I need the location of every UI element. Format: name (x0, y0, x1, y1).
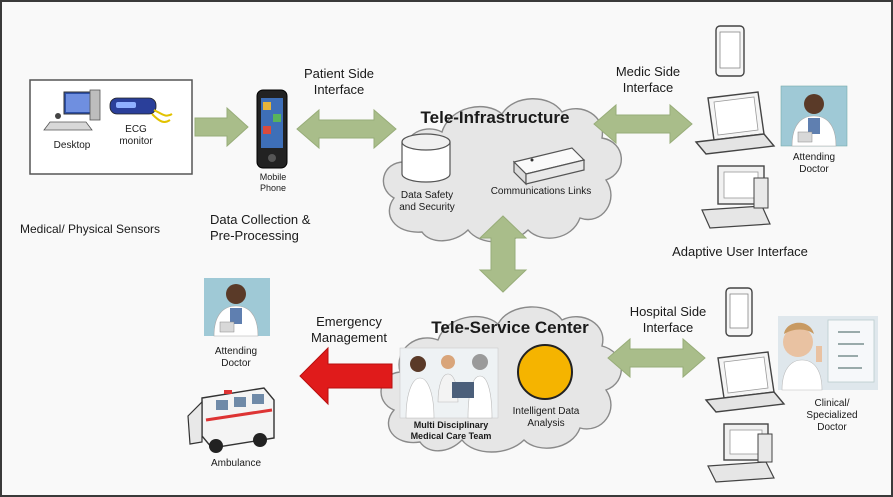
tablet-icon-top (715, 25, 745, 77)
data-collection-label: Data Collection & Pre-Processing (210, 212, 311, 243)
ambulance-label: Ambulance (210, 458, 262, 469)
desktop-icon (43, 89, 101, 131)
data-analysis-circle (517, 344, 573, 400)
data-analysis-label: Intelligent Data Analysis (512, 406, 580, 429)
mobile-phone-label: Mobile Phone (259, 172, 287, 193)
ambulance-icon (187, 387, 275, 453)
tablet-icon-bottom (725, 287, 753, 337)
ecg-monitor-label: ECG monitor (119, 124, 153, 147)
infrastructure-service-arrow (478, 215, 528, 293)
laptop-icon-bottom (704, 351, 786, 413)
ecg-monitor-icon (109, 97, 173, 123)
database-icon (401, 133, 451, 183)
desktop-label: Desktop (53, 140, 91, 151)
patient-side-interface-label: Patient Side Interface (303, 66, 375, 97)
adaptive-user-interface-label: Adaptive User Interface (672, 244, 808, 259)
desktop-pc-icon-top (701, 165, 771, 229)
clinical-doctor-label: Clinical/ Specialized Doctor (806, 398, 858, 433)
patient-side-arrow (296, 108, 397, 150)
hospital-side-arrow (607, 337, 706, 379)
attending-doctor-photo-left (204, 278, 270, 337)
hospital-side-interface-label: Hospital Side Interface (629, 304, 707, 335)
sensors-to-phone-arrow (194, 106, 249, 148)
attending-doctor-photo-top (780, 85, 848, 147)
router-icon (512, 147, 586, 186)
tele-infrastructure-title: Tele-Infrastructure (420, 108, 570, 127)
medical-team-photo (399, 347, 499, 419)
medical-team-label: Multi Disciplinary Medical Care Team (410, 420, 492, 441)
desktop-pc-icon-bottom (707, 423, 775, 483)
medic-side-interface-label: Medic Side Interface (615, 64, 681, 95)
data-safety-label: Data Safety and Security (399, 190, 455, 213)
emergency-arrow (299, 346, 393, 406)
medic-side-arrow (593, 103, 693, 145)
tele-service-center-title: Tele-Service Center (431, 318, 589, 337)
laptop-icon-top (694, 91, 776, 155)
mobile-phone-icon (256, 89, 288, 169)
attending-doctor-left-label: Attending Doctor (214, 346, 258, 369)
emergency-management-label: Emergency Management (311, 314, 387, 345)
tele-infrastructure-cloud (382, 98, 622, 243)
attending-doctor-top-label: Attending Doctor (792, 152, 836, 175)
communications-links-label: Communications Links (490, 186, 592, 197)
clinical-doctor-photo (778, 316, 878, 391)
sensors-caption: Medical/ Physical Sensors (20, 222, 161, 236)
